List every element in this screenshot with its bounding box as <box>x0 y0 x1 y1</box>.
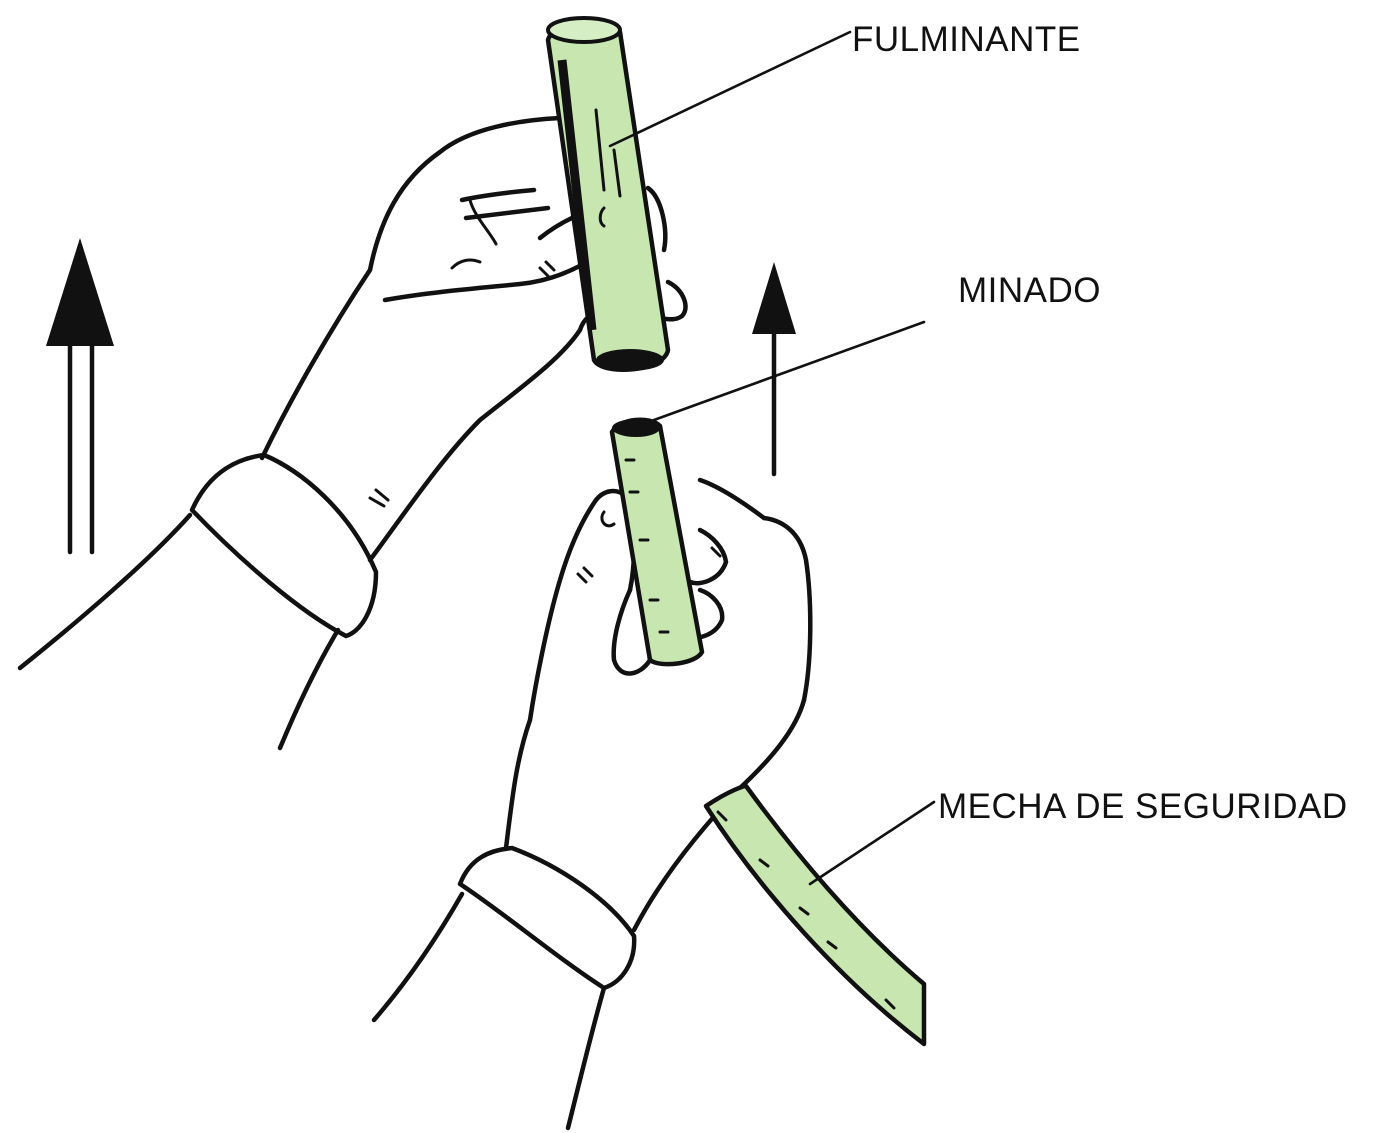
detonator-tube <box>548 18 668 371</box>
safety-fuse <box>706 786 924 1044</box>
fuse-end <box>612 419 702 664</box>
label-mecha-de-seguridad: MECHA DE SEGURIDAD <box>938 787 1348 827</box>
label-minado: MINADO <box>958 271 1101 311</box>
label-fulminante: FULMINANTE <box>852 20 1081 60</box>
fulminante-leader <box>610 32 850 146</box>
minado-leader <box>654 322 924 420</box>
up-arrow-icon-small <box>752 262 796 474</box>
mecha-leader <box>810 802 934 884</box>
up-arrow-icon-large <box>46 238 114 552</box>
